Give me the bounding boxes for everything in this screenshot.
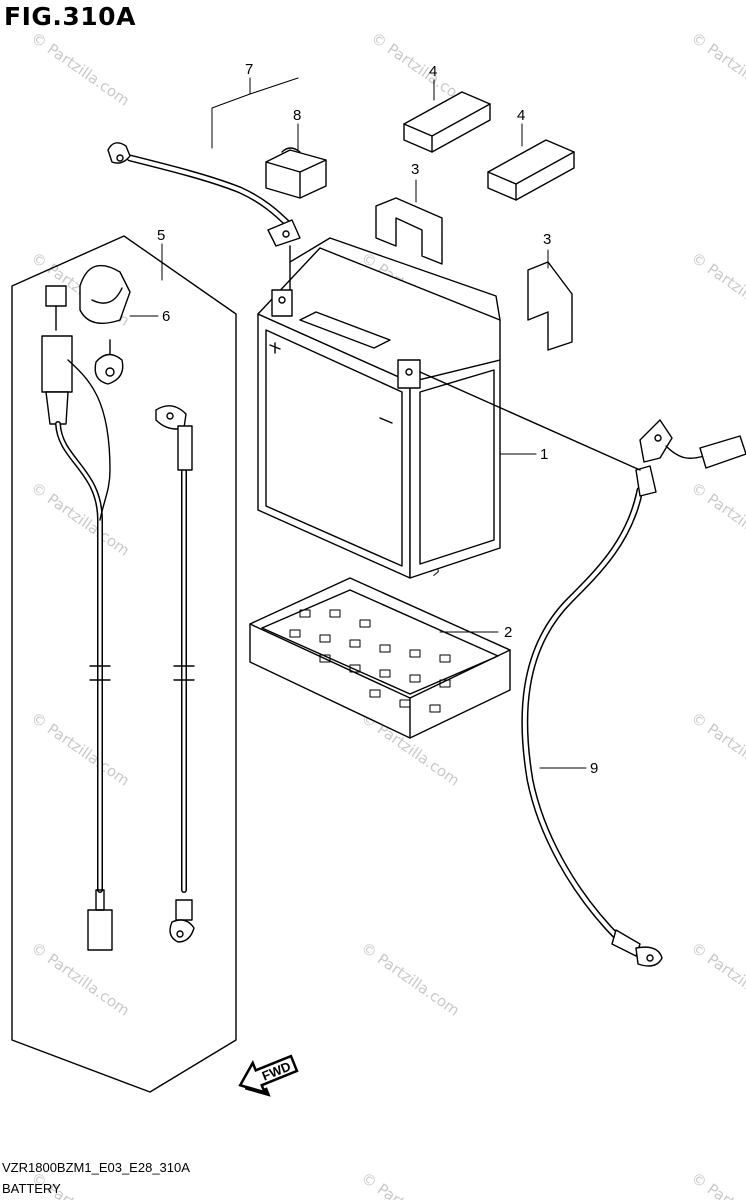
watermark: © Partzilla.com bbox=[28, 479, 133, 560]
battery-cable-7 bbox=[107, 142, 301, 291]
watermark: © Partzilla.com bbox=[358, 1169, 463, 1200]
watermark: © Partzilla.com bbox=[28, 939, 133, 1020]
model-code: VZR1800BZM1_E03_E28_310A bbox=[2, 1160, 190, 1175]
figure-caption: BATTERY bbox=[2, 1181, 61, 1196]
harness-box-5 bbox=[11, 235, 237, 1093]
watermark: © Partzilla.com bbox=[688, 1169, 746, 1200]
watermark: © Partzilla.com bbox=[688, 939, 746, 1020]
figure-title: FIG.310A bbox=[4, 2, 136, 31]
battery bbox=[257, 237, 501, 579]
callout-number: 5 bbox=[157, 227, 165, 244]
watermark: © Partzilla.com bbox=[688, 709, 746, 790]
terminal-cap bbox=[265, 147, 327, 199]
battery-tray bbox=[249, 577, 511, 739]
callout-number: 3 bbox=[411, 161, 419, 178]
watermark: © Partzilla.com bbox=[358, 939, 463, 1020]
pad-4a bbox=[403, 91, 491, 153]
watermark: © Partzilla.com bbox=[28, 709, 133, 790]
terminal-cover-6 bbox=[79, 264, 131, 324]
watermark: © Partzilla.com bbox=[688, 249, 746, 330]
callout-number: 6 bbox=[162, 308, 170, 325]
callout-number: 9 bbox=[590, 760, 598, 777]
battery-cable-9 bbox=[419, 371, 746, 967]
callout-number: 1 bbox=[540, 446, 548, 463]
callout-number: 4 bbox=[517, 107, 525, 124]
watermark: © Partzilla.com bbox=[688, 29, 746, 110]
watermark: © Partzilla.com bbox=[28, 29, 133, 110]
callout-number: 2 bbox=[504, 624, 512, 641]
bracket-3b bbox=[527, 261, 573, 351]
bracket-3a bbox=[375, 197, 443, 265]
pad-4b bbox=[487, 139, 575, 201]
callout-number: 8 bbox=[293, 107, 301, 124]
callout-number: 7 bbox=[245, 61, 253, 78]
callout-number: 4 bbox=[429, 63, 437, 80]
forward-arrow-icon: FWD bbox=[238, 1054, 299, 1097]
watermark: © Partzilla.com bbox=[688, 479, 746, 560]
callout-leaders bbox=[129, 77, 587, 769]
callout-number: 3 bbox=[543, 231, 551, 248]
